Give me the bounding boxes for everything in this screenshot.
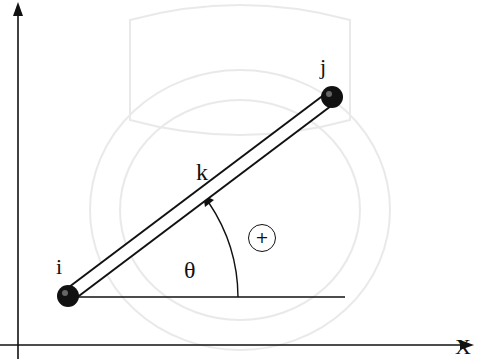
reference-line	[68, 296, 345, 297]
stiffness-label: k	[196, 160, 208, 184]
bar-element	[68, 97, 332, 296]
sign-text: +	[255, 230, 268, 246]
angle-arc	[203, 195, 238, 297]
joint-dots	[57, 86, 343, 307]
sign-circle: +	[248, 224, 276, 252]
angle-label: θ	[184, 258, 196, 282]
node-label: i	[56, 256, 62, 278]
watermark	[90, 5, 390, 350]
node-label: j	[320, 56, 326, 78]
axis-label: X	[455, 336, 471, 358]
